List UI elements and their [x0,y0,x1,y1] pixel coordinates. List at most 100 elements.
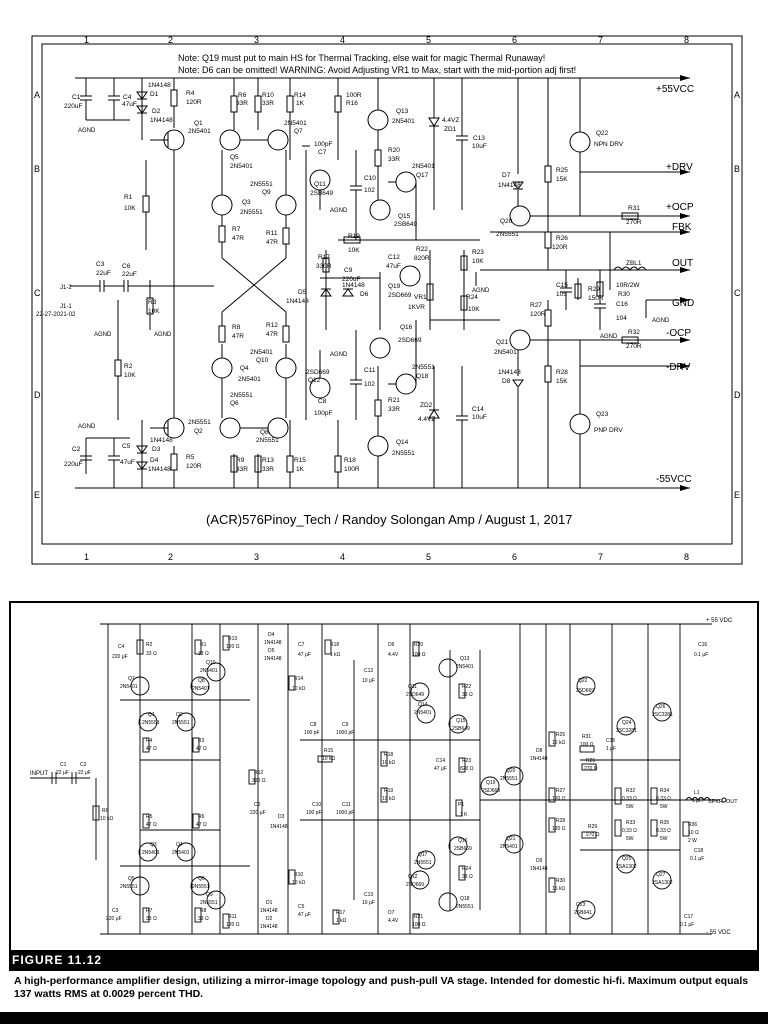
component-label: Q2 [194,428,203,435]
component-label: 10R/2W [616,282,640,289]
component-label: 33R [262,466,274,473]
component-label: 5W [660,804,668,810]
component-label: 2SB641 [574,910,592,916]
component-label: 47 Ω [146,746,157,752]
component-label: Q13 [460,656,470,662]
component-label: Q18 [460,896,470,902]
component-label: R8 [200,908,207,914]
component-label: R6 [198,814,205,820]
component-label: 1N4148 [342,282,365,289]
component-label: 1N4148 [260,908,278,914]
component-label: 2N5551 [392,450,415,457]
component-label: 100 Ω [580,742,594,748]
component-label: Q20 [500,218,513,225]
component-label: 2N5401 [500,844,518,850]
component-label: 15K [556,378,568,385]
component-label: 2N5551 [192,884,210,890]
component-label: 33 Ω [146,651,157,657]
grid-row-label: E [734,490,740,500]
component-label: D4 [268,632,275,638]
bottom-input-label: INPUT [30,771,48,777]
terminal-plus-drv: +DRV [666,162,693,173]
component-label: R18 [384,752,393,758]
component-label: R18 [344,457,356,464]
component-label: R14 [294,92,306,99]
component-label: 10 Ω [688,830,699,836]
component-label: D1 [150,91,159,98]
component-label: R11 [228,914,237,920]
component-label: C6 [122,263,131,270]
component-label: D3 [152,446,161,453]
component-label: Q12 [408,874,418,880]
component-label: 15K [556,176,568,183]
component-label: Q21 [496,339,509,346]
agnd-label-2: AGND [78,424,96,430]
component-label: R1 [124,194,133,201]
component-label: 1 K [460,812,468,818]
component-label: 10 kΩ [100,816,113,822]
component-label: 5W [626,836,634,842]
component-label: D7 [388,910,395,916]
component-label: R29 [588,286,600,293]
page-bottom-bar [0,1012,768,1024]
component-label: C1 [72,94,81,101]
component-label: C10 [364,175,376,182]
component-label: 22uF [96,270,111,277]
component-label: C3 [112,908,119,914]
component-label: R25 [556,167,568,174]
component-label: 2N5551 [256,437,279,444]
component-label: R14 [294,676,303,682]
component-label: 47R [232,333,244,340]
schematic-note: Note: D6 can be omitted! WARNING: Avoid … [178,65,576,75]
component-label: 33R [388,406,400,413]
component-label: R2 [124,363,133,370]
component-label: Q19 [486,780,496,786]
component-label: R8 [232,324,241,331]
component-label: 33 Ω [462,874,473,880]
component-label: C12 [364,668,373,674]
grid-row-label: B [34,164,40,174]
component-label: 2N5401 [412,163,435,170]
component-label: R4 [186,90,195,97]
component-label: 47 Ω [196,822,207,828]
component-label: 2SC3281 [652,712,673,718]
component-label: 2N5401 [494,349,517,356]
component-label: C4 [123,94,132,101]
component-label: D1 [266,900,273,906]
component-label: C17 [684,914,693,920]
component-label: Q15 [398,213,411,220]
component-label: R3 [148,299,157,306]
component-label: R31 [582,734,591,740]
component-label: 47R [266,239,278,246]
component-label: R15 [294,457,306,464]
component-label: 102 [364,187,375,194]
bottom-output-label: SPKR. OUT [708,799,738,805]
top-frame-inner [41,43,733,545]
component-label: 1 μH [692,798,703,804]
component-label: 270R [626,219,642,226]
component-label: C9 [344,267,353,274]
top-terminal-arrows [680,75,690,491]
component-label: 1N4148 [150,437,173,444]
component-label: D8 [536,748,543,754]
component-label: Q21 [506,836,516,842]
component-label: R26 [586,758,595,764]
component-label: 1N4148 [148,466,171,473]
grid-col-label: 8 [684,552,689,562]
component-label: R1 [200,642,207,648]
component-label: 2N5551 [188,419,211,426]
grid-col-label: 3 [254,35,259,45]
component-label: Q4 [240,365,249,372]
component-label: Q11 [408,684,417,690]
component-label: 10K [468,306,480,313]
component-label: R36 [688,822,697,828]
input-date-code: 22-27-2021-02 [36,312,76,318]
component-label: 120R [186,463,202,470]
component-label: Q12 [308,377,321,384]
component-label: Q16 [400,324,413,331]
component-label: D8 [502,378,511,385]
component-label: R24 [462,866,471,872]
component-label: C7 [298,642,305,648]
terminal-gnd: GND [672,298,694,309]
